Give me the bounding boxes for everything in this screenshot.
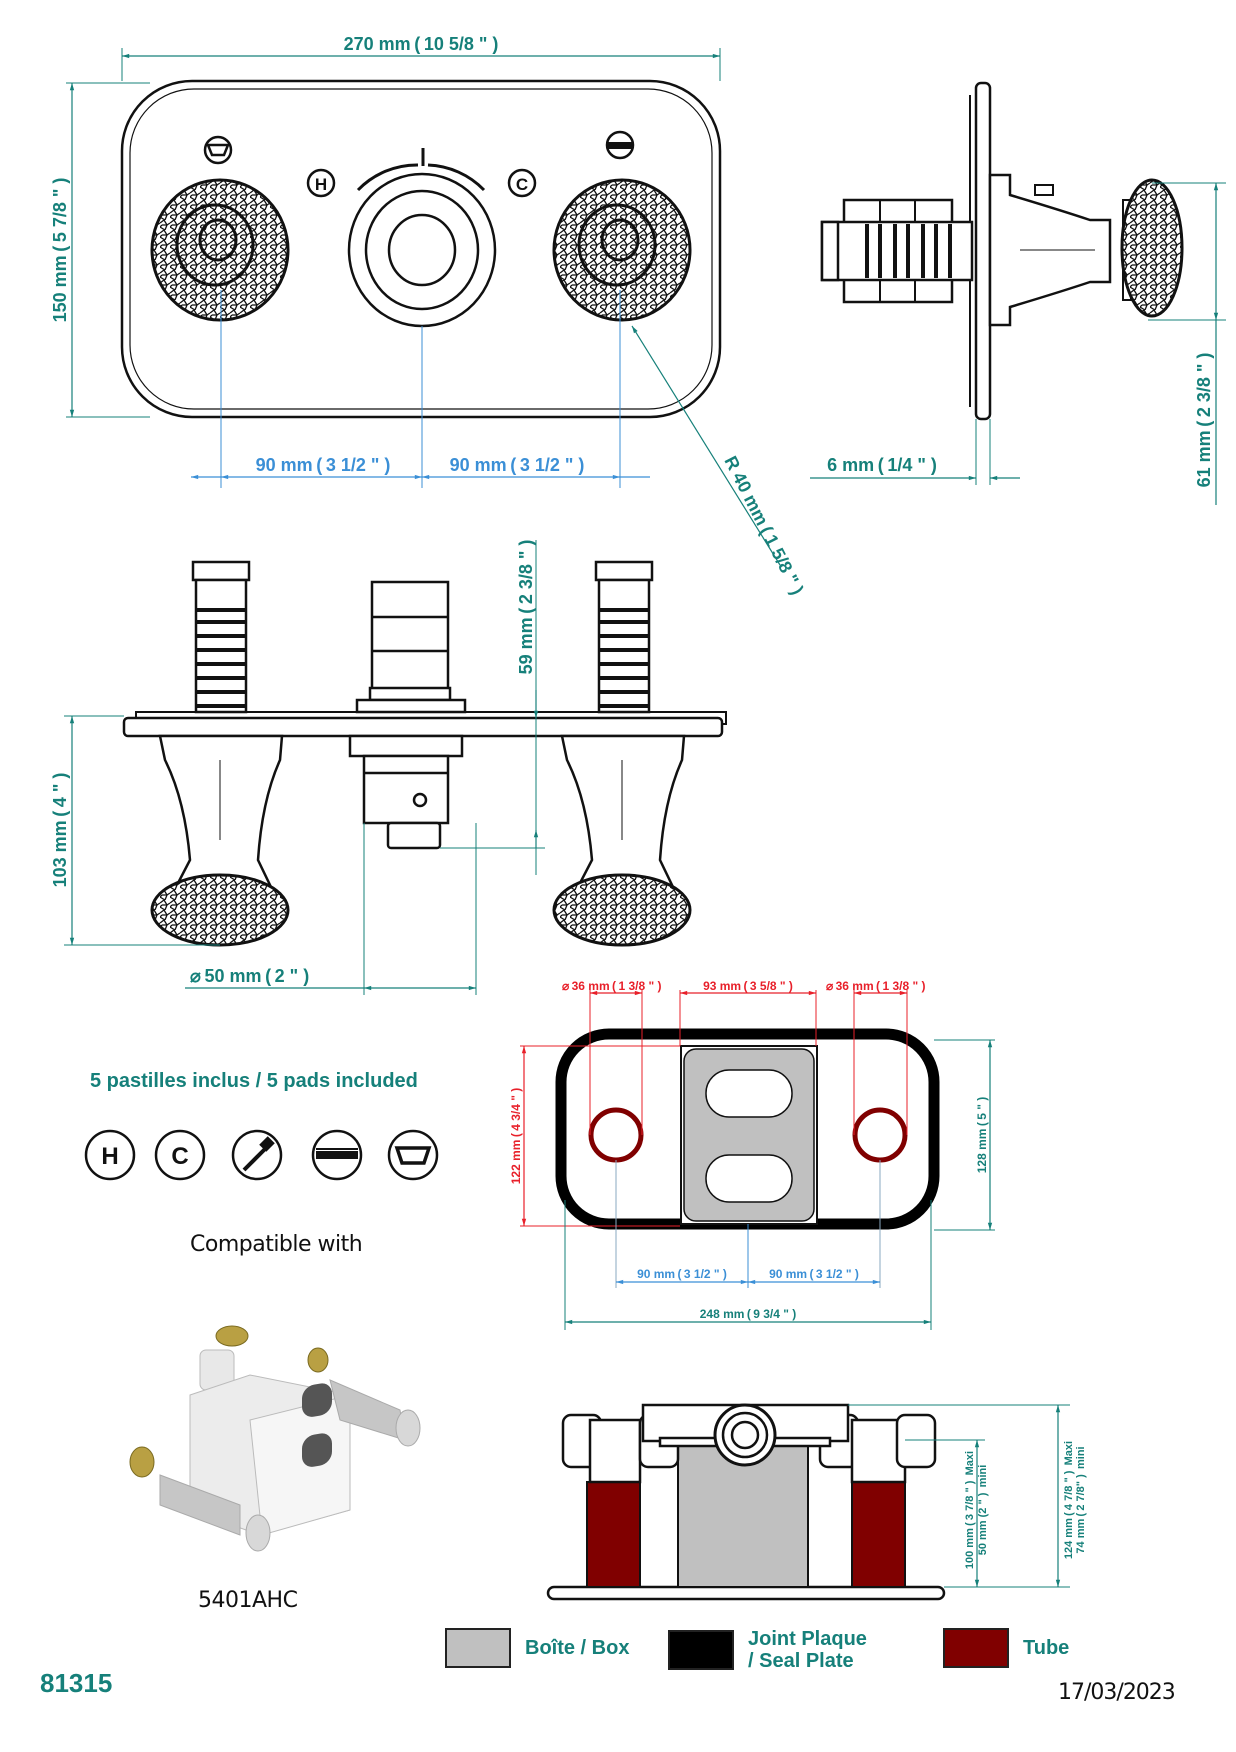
compatible-with-label: Compatible with [190, 1232, 363, 1257]
right-valve-stem [594, 560, 654, 714]
radius-leader-line [631, 325, 781, 566]
svg-text:C: C [516, 175, 528, 194]
left-handle-top [150, 734, 290, 947]
box-section-view: 100 mm ( 3 7/8 " ) Maxi 50 mm (2 " ) min… [546, 1403, 1087, 1601]
left-tube [586, 1481, 641, 1588]
thermostatic-cartridge [348, 580, 467, 850]
inner-height-label: 122 mm ( 4 3/4 " ) [509, 1088, 523, 1185]
outer-height-label: 128 mm ( 5 " ) [975, 1097, 989, 1174]
legend-label-tube: Tube [1023, 1637, 1070, 1659]
svg-text:H: H [101, 1143, 118, 1170]
legend-label-box: Boîte / Box [525, 1637, 630, 1659]
left-valve-stem [191, 560, 251, 714]
inner-max-depth-label: 100 mm ( 3 7/8 " ) Maxi [964, 1451, 976, 1569]
width-dimension-label: 270 mm ( 10 5/8 " ) [344, 34, 499, 54]
height-dimension-label: 150 mm ( 5 7/8 " ) [50, 178, 70, 323]
pads-included-title: 5 pastilles inclus / 5 pads included [90, 1070, 418, 1092]
top-plate [122, 716, 724, 738]
rough-in-valve-illustration [129, 1325, 421, 1552]
cover-plate-inner [129, 88, 713, 410]
right-crackle-knob [552, 178, 692, 322]
projection-dimension-label: 61 mm ( 2 3/8 " ) [1194, 353, 1214, 488]
front-view: 270 mm ( 10 5/8 " ) 150 mm ( 5 7/8 " ) H… [50, 34, 808, 598]
box-opening [705, 1069, 793, 1118]
hot-indicator: H [306, 168, 336, 198]
cold-indicator: C [507, 168, 537, 198]
document-date: 17/03/2023 [1058, 1680, 1176, 1705]
box-left-spacing-label: 90 mm ( 3 1/2 " ) [637, 1267, 727, 1281]
side-view: 61 mm ( 2 3/8 " ) 6 mm ( 1/4 " ) [810, 81, 1226, 505]
pads-icons: H C [84, 1129, 439, 1181]
overhead-shower-pad-icon [311, 1129, 363, 1181]
legend-item-seal-plate: Joint Plaque / Seal Plate [668, 1628, 867, 1672]
box-section-body [677, 1445, 809, 1588]
side-crackle-knob [1120, 178, 1184, 318]
legend-item-tube: Tube [943, 1628, 1069, 1668]
left-tube-section [588, 1107, 644, 1163]
total-width-label: 248 mm ( 9 3/4 " ) [700, 1307, 797, 1321]
box-plan-view: ⌀ 36 mm ( 1 3/8 " ) 93 mm ( 3 5/8 " ) ⌀ … [509, 979, 995, 1330]
legend-swatch-seal-plate [668, 1630, 734, 1670]
right-handle-top [552, 734, 692, 947]
right-hole-diameter-label: ⌀ 36 mm ( 1 3/8 " ) [826, 979, 926, 993]
outer-max-depth-label: 124 mm ( 4 7/8 " ) Maxi [1063, 1441, 1075, 1559]
radius-label: R 40 mm ( 1 5/8 " ) [720, 453, 807, 598]
seal-plate-section [546, 1585, 946, 1601]
left-spacing-label: 90 mm ( 3 1/2 " ) [256, 455, 391, 475]
diameter-label: ⌀ 50 mm ( 2 " ) [190, 966, 309, 986]
box-width-label: 93 mm ( 3 5/8 " ) [703, 979, 793, 993]
product-code: 81315 [40, 1668, 113, 1698]
bath-pad-icon [387, 1129, 439, 1181]
right-tube [851, 1481, 906, 1588]
svg-text:H: H [315, 175, 327, 194]
inner-min-depth-label: 50 mm (2 " ) mini [977, 1465, 989, 1556]
plate-thickness-label: 6 mm ( 1/4 " ) [827, 455, 937, 475]
legend-label-seal-plate-line2: / Seal Plate [748, 1650, 854, 1672]
box-opening [705, 1154, 793, 1203]
cover-plate-outline [120, 79, 722, 419]
knob-projection-label: 103 mm ( 4 " ) [50, 773, 70, 888]
bath-pad-indicator [203, 135, 233, 165]
hand-shower-pad-icon [231, 1129, 283, 1181]
thermostatic-dial [347, 148, 497, 328]
legend-swatch-tube [943, 1628, 1009, 1668]
legend-label-seal-plate: Joint Plaque / Seal Plate [748, 1628, 867, 1672]
hot-pad-icon: H [84, 1129, 136, 1181]
svg-text:C: C [171, 1143, 188, 1170]
left-crackle-knob [150, 178, 290, 322]
compatible-model-number: 5401AHC [198, 1588, 298, 1613]
right-spacing-label: 90 mm ( 3 1/2 " ) [450, 455, 585, 475]
cold-pad-icon: C [154, 1129, 206, 1181]
overhead-shower-pad-indicator [605, 130, 635, 160]
top-view: 59 mm ( 2 3/8 " ) 103 mm ( 4 " ) ⌀ 50 mm… [50, 540, 727, 995]
legend-item-box: Boîte / Box [445, 1628, 629, 1668]
left-hole-diameter-label: ⌀ 36 mm ( 1 3/8 " ) [562, 979, 662, 993]
legend-label-seal-plate-line1: Joint Plaque [748, 1628, 867, 1650]
right-tube-section [852, 1107, 908, 1163]
legend-swatch-box [445, 1628, 511, 1668]
box-right-spacing-label: 90 mm ( 3 1/2 " ) [769, 1267, 859, 1281]
side-plate [974, 81, 992, 421]
outer-min-depth-label: 74 mm ( 2 7/8" ) mini [1075, 1446, 1087, 1553]
depth-dimension-label: 59 mm ( 2 3/8 " ) [516, 540, 536, 675]
